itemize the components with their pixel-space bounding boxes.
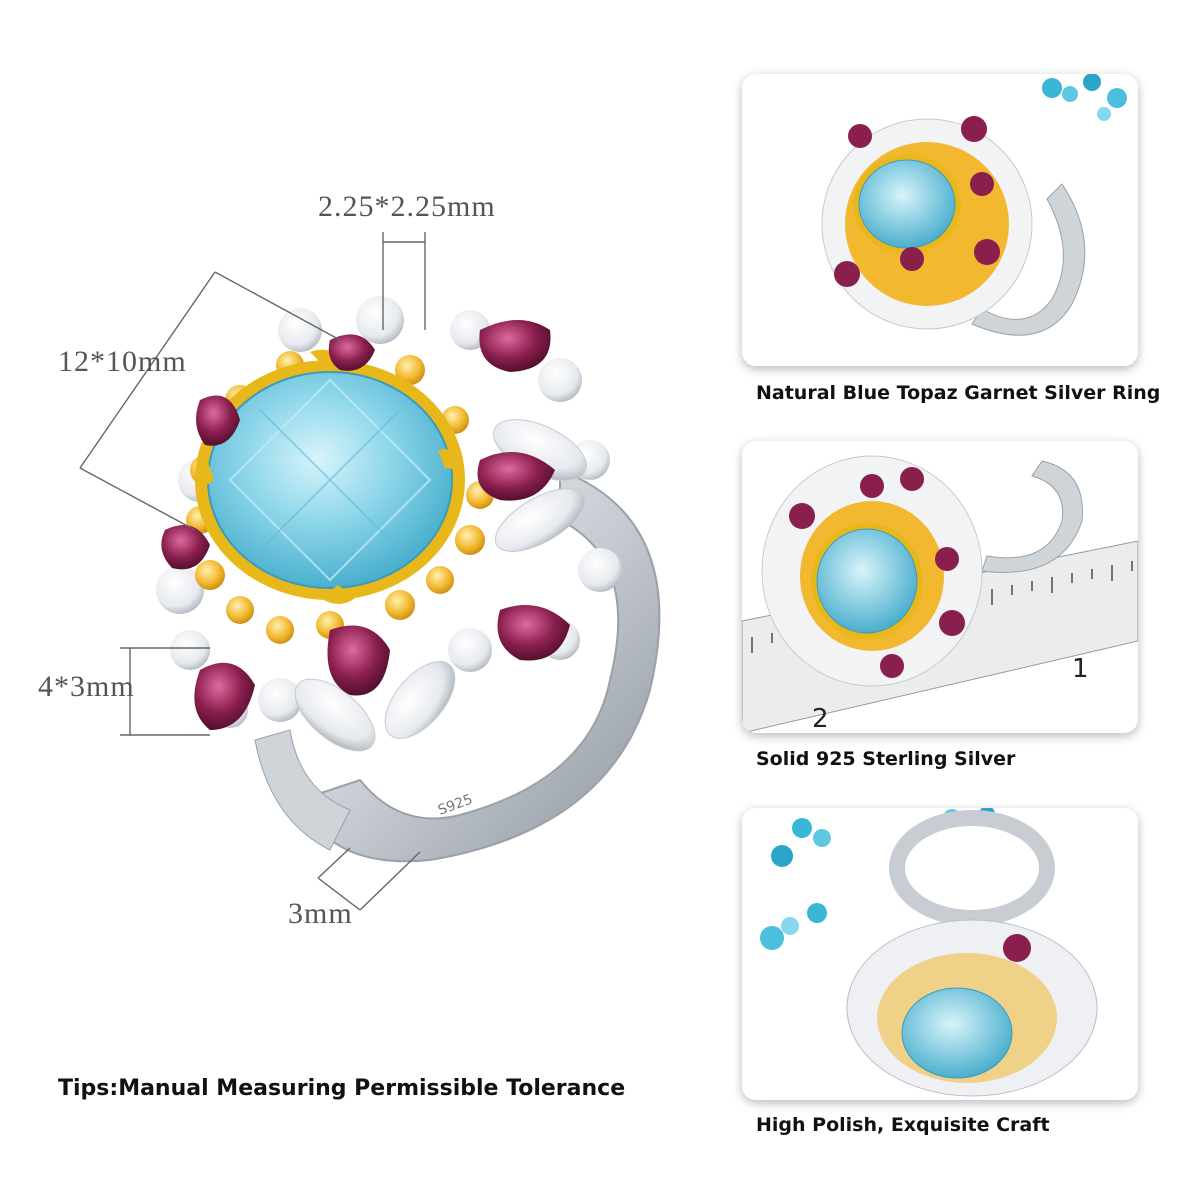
ring-photo-ruler: 2 1 — [742, 441, 1138, 733]
ring-photo-back — [742, 808, 1138, 1100]
panel-back-view — [742, 808, 1138, 1100]
ruler-number-2: 2 — [812, 704, 829, 733]
ring-illustration: S925 — [79, 232, 661, 911]
blue-flower-decoration — [1042, 74, 1127, 121]
ruler-number-1: 1 — [1072, 654, 1089, 684]
dimension-lines — [79, 232, 426, 911]
ring-photo-top — [742, 74, 1138, 366]
panel-caption-1: Natural Blue Topaz Garnet Silver Ring — [756, 382, 1161, 404]
band-width-dimension: 3mm — [288, 897, 353, 930]
center-topaz — [195, 349, 465, 604]
tolerance-tip: Tips:Manual Measuring Permissible Tolera… — [58, 1076, 626, 1101]
pear-stone-dimension: 4*3mm — [38, 670, 135, 703]
panel-ruler-view: 2 1 — [742, 441, 1138, 733]
side-stone-dimension: 2.25*2.25mm — [318, 190, 496, 223]
panel-caption-2: Solid 925 Sterling Silver — [756, 748, 1016, 770]
panel-caption-3: High Polish, Exquisite Craft — [756, 1114, 1050, 1136]
main-product-view: S925 — [38, 190, 661, 1101]
center-stone-dimension: 12*10mm — [58, 345, 187, 378]
panel-top-view — [742, 74, 1138, 366]
garnet-stones — [161, 320, 570, 730]
